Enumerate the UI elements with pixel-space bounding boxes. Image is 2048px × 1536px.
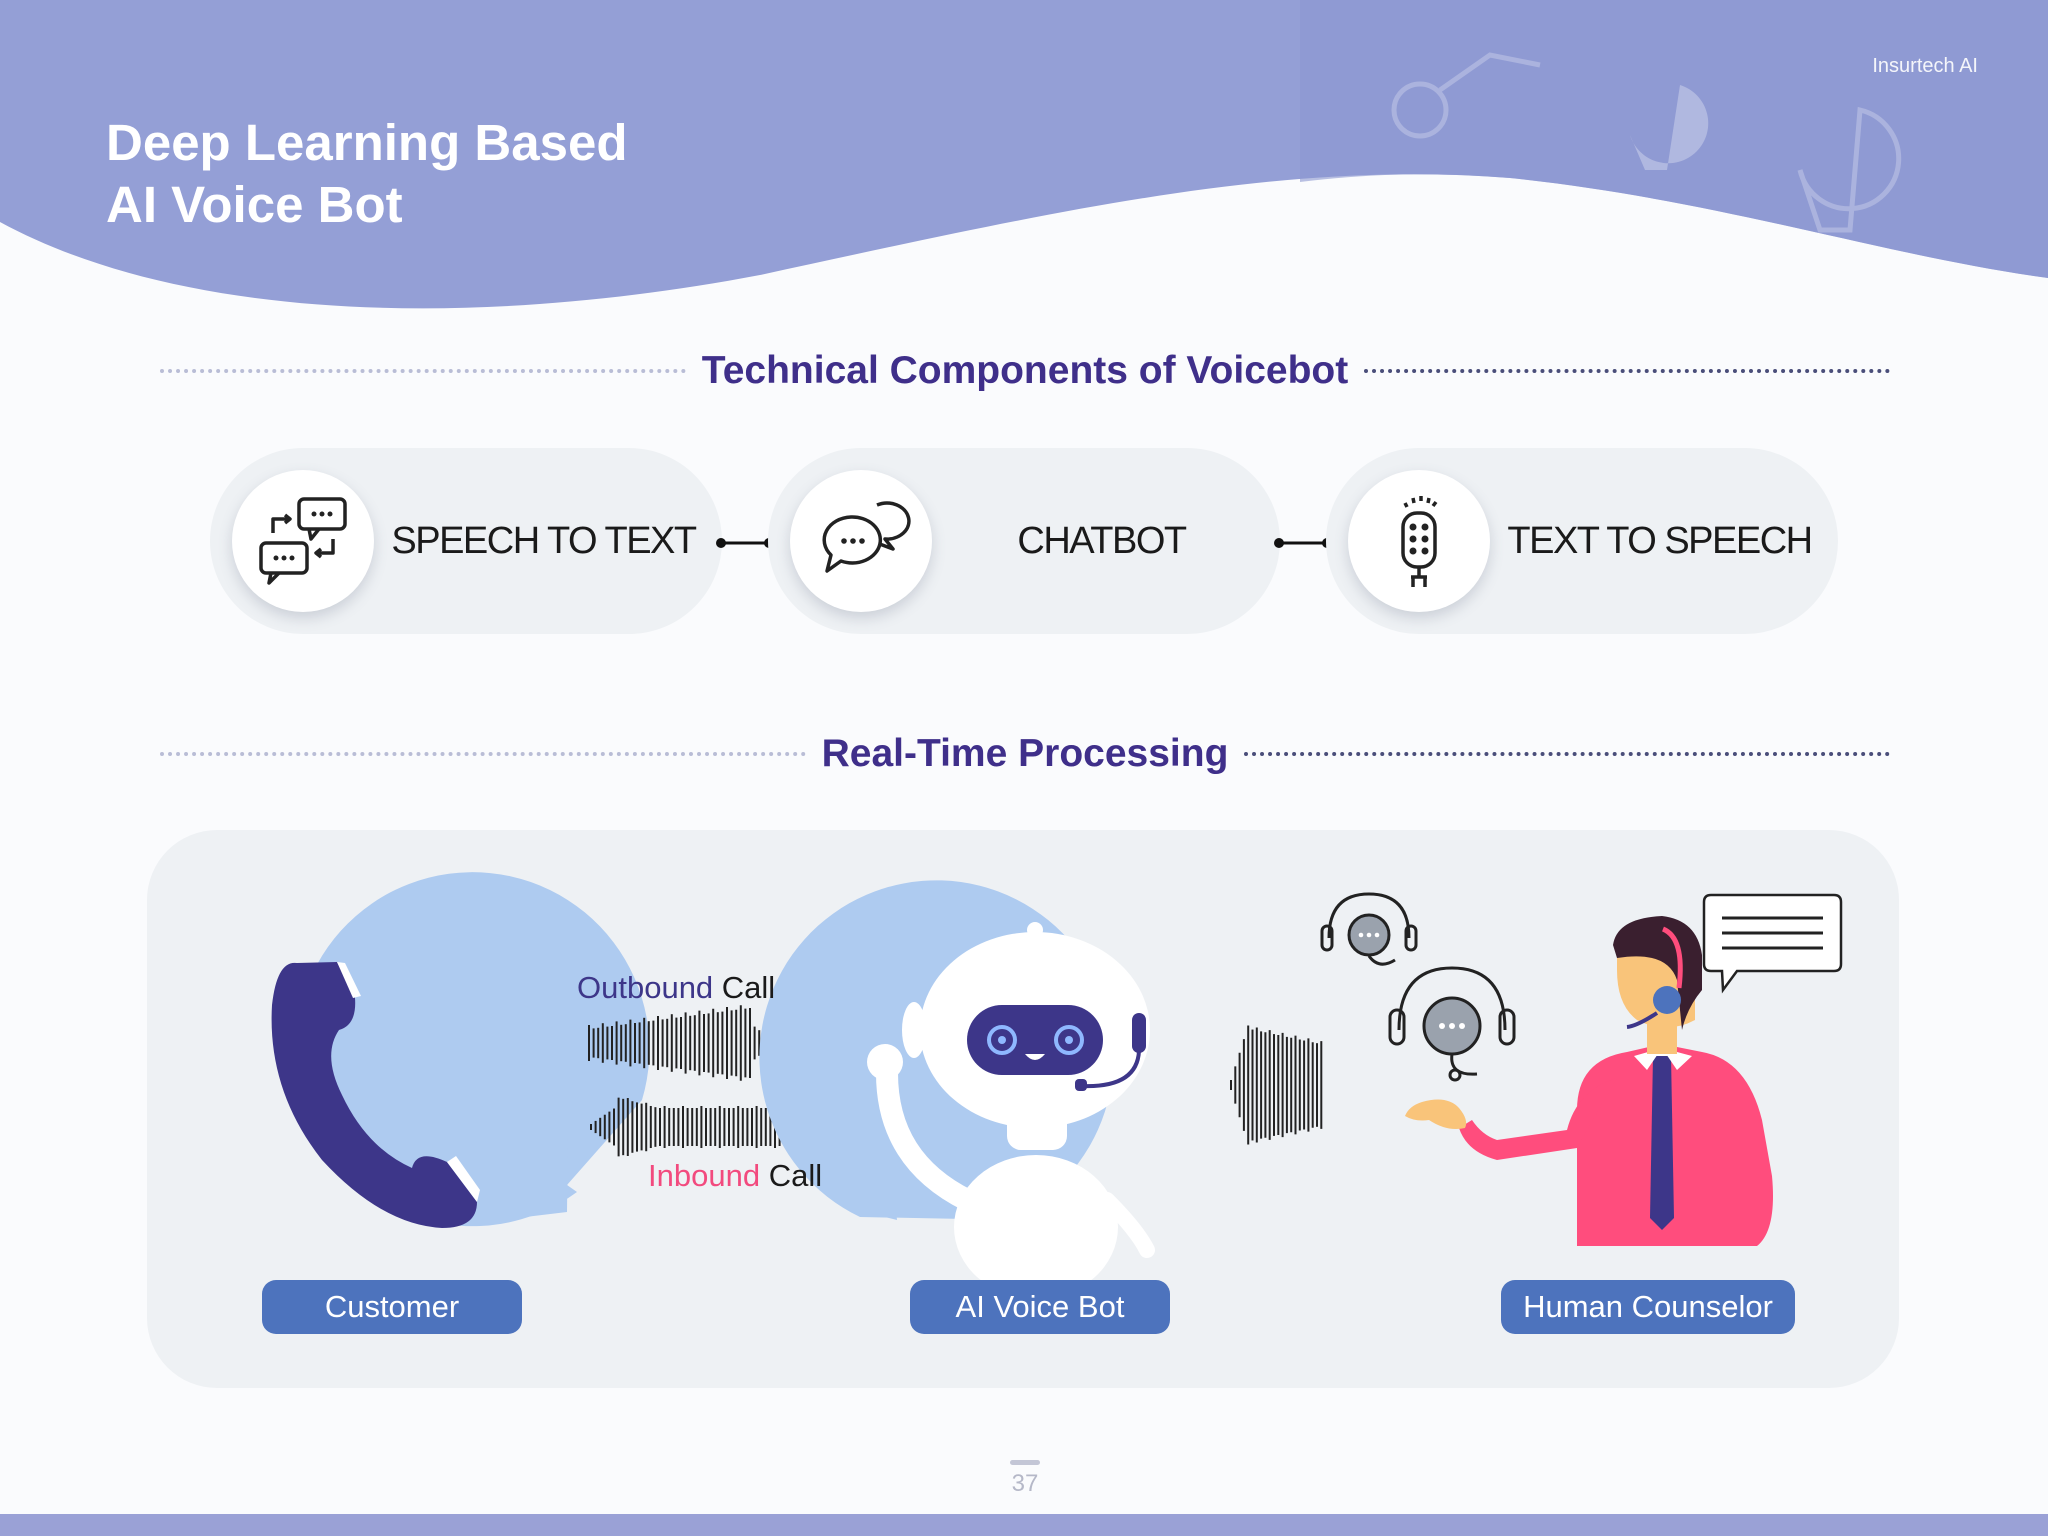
microphone-icon [1401,496,1438,587]
component-label: TEXT TO SPEECH [1507,519,1813,562]
header-wave [0,0,2048,309]
inbound-word: Inbound [648,1158,761,1193]
outbound-call-label: Outbound Call [577,970,775,1006]
ai-voice-bot-badge: AI Voice Bot [910,1280,1170,1334]
page-number: 37 [1008,1460,1042,1498]
component-icon-circle [790,470,932,612]
dotted-divider-left [160,752,806,756]
voice-bot-illustration [759,880,1155,1299]
realtime-panel: Outbound Call Inbound Call Customer AI V… [147,830,1899,1388]
connector-1 [716,538,774,548]
dotted-divider-right [1244,752,1890,756]
speech-to-text-icon [259,497,347,585]
headset-chat-icon [1320,892,1516,1082]
human-counselor-badge: Human Counselor [1501,1280,1795,1334]
footer-bar [0,1514,2048,1536]
page-title: Deep Learning Based AI Voice Bot [106,112,627,236]
chat-bubbles-icon [822,501,911,573]
human-counselor-illustration [1405,916,1773,1246]
component-label: CHATBOT [1017,519,1187,562]
section-heading-components: Technical Components of Voicebot [160,346,1890,396]
section-title-components: Technical Components of Voicebot [701,349,1349,392]
component-label: SPEECH TO TEXT [391,519,697,562]
dotted-divider-right [1364,369,1890,373]
realtime-illustration [271,872,1843,1299]
dotted-divider-left [160,369,686,373]
section-heading-realtime: Real-Time Processing [160,729,1890,779]
outbound-word: Outbound [577,970,714,1005]
speech-box-icon [1702,893,1843,994]
connector-2 [1274,538,1332,548]
customer-phone-illustration [271,872,650,1228]
customer-badge: Customer [262,1280,522,1334]
component-icon-circle [232,470,374,612]
counselor-waveform [1230,1025,1323,1145]
component-text-to-speech: TEXT TO SPEECH [1326,448,1838,634]
inbound-call-label: Inbound Call [648,1158,822,1194]
component-chatbot: CHATBOT [768,448,1280,634]
section-title-realtime: Real-Time Processing [821,732,1229,775]
inbound-waveform [590,1097,781,1157]
call-word: Call [768,1158,823,1193]
brand-label: Insurtech AI [1872,55,1978,77]
component-icon-circle [1348,470,1490,612]
title-line-1: Deep Learning Based [106,114,628,171]
title-line-2: AI Voice Bot [106,176,403,233]
call-word: Call [721,970,776,1005]
component-speech-to-text: SPEECH TO TEXT [210,448,722,634]
